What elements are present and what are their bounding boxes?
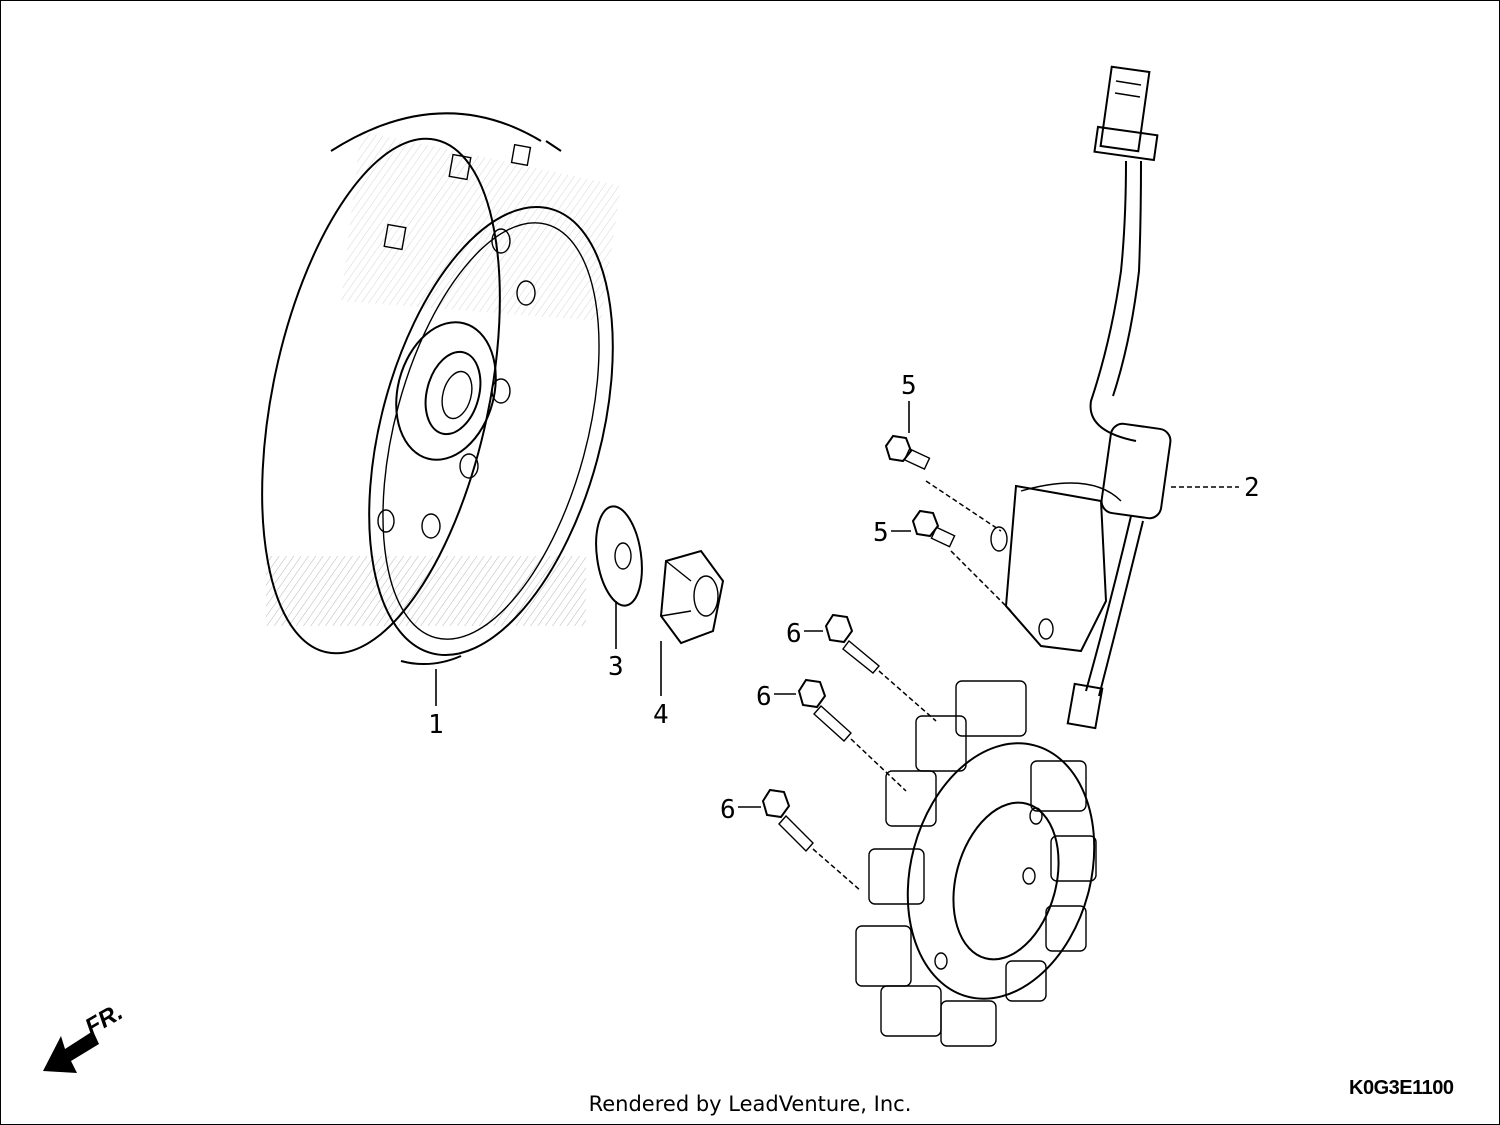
callout-6-middle[interactable]: 6 xyxy=(756,682,772,712)
front-direction-arrow-icon: FR. xyxy=(43,998,127,1073)
installation-lines xyxy=(812,480,1012,892)
callout-5-upper[interactable]: 5 xyxy=(901,371,917,401)
leader-lines xyxy=(435,401,1239,808)
flywheel-part[interactable] xyxy=(221,112,657,681)
bolt-part-c[interactable] xyxy=(761,788,814,853)
bolt-part-b[interactable] xyxy=(797,678,852,742)
callout-6-upper[interactable]: 6 xyxy=(786,619,802,649)
stator-part[interactable] xyxy=(855,65,1172,1047)
footer-credit: Rendered by LeadVenture, Inc. xyxy=(588,1092,912,1116)
callout-3[interactable]: 3 xyxy=(608,652,624,682)
callout-1[interactable]: 1 xyxy=(428,710,444,740)
callout-5-lower[interactable]: 5 xyxy=(873,518,889,548)
screw-part-b[interactable] xyxy=(911,509,956,548)
screw-part-a[interactable] xyxy=(884,434,931,471)
callout-6-lower[interactable]: 6 xyxy=(720,795,736,825)
callout-2[interactable]: 2 xyxy=(1244,473,1260,503)
flange-nut-part[interactable] xyxy=(659,549,725,645)
callout-4[interactable]: 4 xyxy=(653,700,669,730)
bolt-part-a[interactable] xyxy=(824,613,880,674)
figure-code: K0G3E1100 xyxy=(1349,1077,1454,1099)
washer-part[interactable] xyxy=(590,503,647,608)
